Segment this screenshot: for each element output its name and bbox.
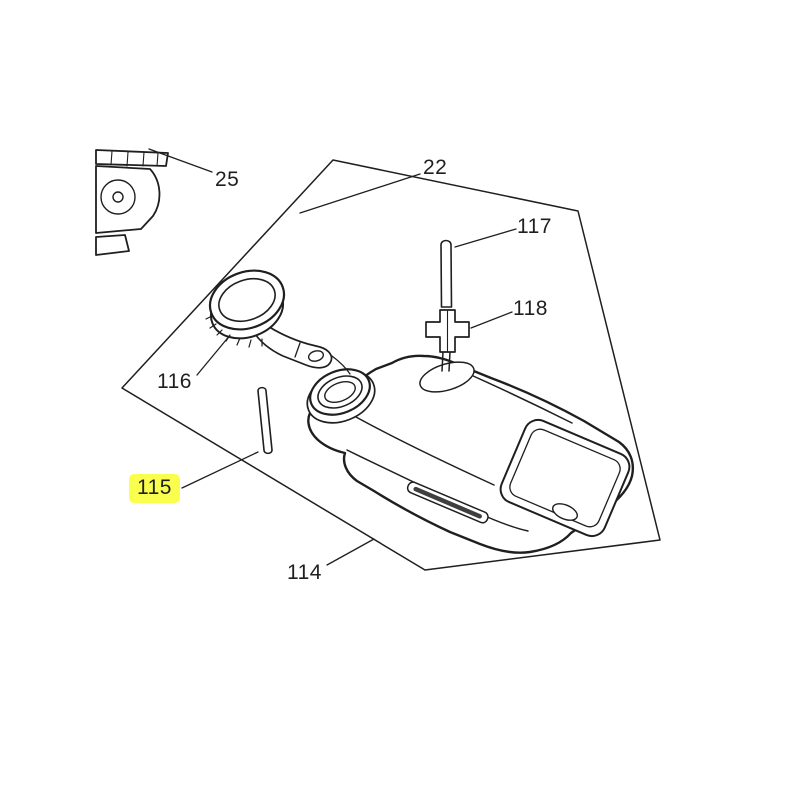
part-label-114: 114	[287, 561, 322, 584]
part-label-25: 25	[215, 168, 240, 191]
fuel-pipe-drawing	[440, 239, 453, 372]
grommet-drawing	[425, 309, 470, 353]
leader-line-25	[148, 148, 213, 173]
section-frame	[121, 159, 661, 571]
part-label-117: 117	[517, 215, 552, 238]
breather-tube-drawing	[257, 386, 273, 455]
part-label-118: 118	[513, 297, 548, 320]
leader-line-117	[454, 228, 517, 248]
leader-line-115	[181, 451, 259, 489]
engine-fragment-drawing	[95, 149, 169, 256]
leader-line-116	[196, 333, 232, 376]
fuel-tank-drawing	[306, 354, 634, 554]
leader-line-118	[470, 311, 513, 329]
part-label-115: 115	[129, 474, 180, 503]
part-label-22: 22	[423, 156, 448, 179]
leader-line-22	[299, 173, 421, 214]
leader-line-114	[326, 538, 375, 566]
part-label-116: 116	[157, 370, 192, 393]
fuel-cap-drawing	[205, 269, 286, 348]
cap-strap-drawing	[253, 322, 351, 375]
